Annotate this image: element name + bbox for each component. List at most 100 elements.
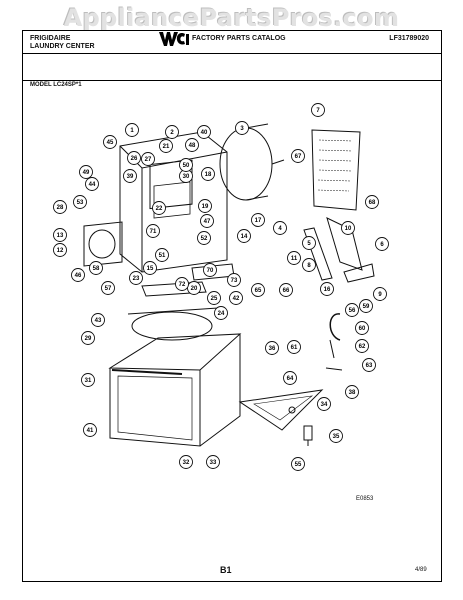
callout-67: 67 — [291, 149, 305, 163]
callout-73: 73 — [227, 273, 241, 287]
callout-label: 27 — [145, 157, 152, 163]
dryer-door — [83, 221, 123, 267]
callout-label: 15 — [147, 266, 154, 272]
callout-label: 51 — [159, 253, 166, 259]
callout-6: 6 — [375, 237, 389, 251]
callout-52: 52 — [197, 231, 211, 245]
callout-19: 19 — [198, 199, 212, 213]
callout-circle — [345, 385, 359, 399]
revision-date: 4/89 — [415, 567, 427, 573]
callout-label: 58 — [93, 266, 100, 272]
callout-5: 5 — [302, 236, 316, 250]
callout-label: 72 — [179, 282, 186, 288]
callout-66: 66 — [279, 283, 293, 297]
callout-label: 6 — [380, 242, 384, 248]
catalog-title: FACTORY PARTS CATALOG — [192, 35, 286, 42]
callout-40: 40 — [197, 125, 211, 139]
callout-16: 16 — [320, 282, 334, 296]
callout-label: 62 — [359, 344, 366, 350]
callout-circle — [141, 152, 155, 166]
callout-label: 63 — [366, 363, 373, 369]
callout-25: 25 — [207, 291, 221, 305]
callout-23: 23 — [129, 271, 143, 285]
rear-panel — [311, 129, 361, 211]
callout-label: 2 — [170, 130, 174, 136]
callout-label: 59 — [363, 304, 370, 310]
callout-circle — [320, 282, 334, 296]
callout-label: 55 — [295, 462, 302, 468]
callout-circle — [185, 138, 199, 152]
callout-circle — [317, 397, 331, 411]
callout-label: 67 — [295, 154, 302, 160]
callout-70: 70 — [203, 263, 217, 277]
callout-13: 13 — [53, 228, 67, 242]
callout-label: 29 — [85, 336, 92, 342]
callout-label: 17 — [255, 218, 262, 224]
base-plate — [238, 389, 324, 431]
callout-circle — [159, 139, 173, 153]
header-divider — [22, 53, 441, 54]
callout-label: 36 — [269, 346, 276, 352]
callout-42: 42 — [229, 291, 243, 305]
callout-59: 59 — [359, 299, 373, 313]
callout-circle — [123, 169, 137, 183]
callout-72: 72 — [175, 277, 189, 291]
callout-50: 50 — [179, 158, 193, 172]
callout-27: 27 — [141, 152, 155, 166]
callout-label: 73 — [231, 278, 238, 284]
callout-41: 41 — [83, 423, 97, 437]
callout-57: 57 — [101, 281, 115, 295]
callout-label: 12 — [57, 248, 64, 254]
callout-label: 24 — [218, 311, 225, 317]
callout-8: 8 — [302, 258, 316, 272]
callout-36: 36 — [265, 341, 279, 355]
callout-label: 56 — [349, 308, 356, 314]
callout-circle — [165, 125, 179, 139]
product-line: LAUNDRY CENTER — [30, 43, 95, 50]
callout-circle — [206, 455, 220, 469]
page-frame — [22, 30, 442, 582]
callout-circle — [287, 340, 301, 354]
callout-circle — [279, 283, 293, 297]
callout-circle — [81, 373, 95, 387]
callout-circle — [203, 263, 217, 277]
callout-label: 70 — [207, 268, 214, 274]
callout-15: 15 — [143, 261, 157, 275]
callout-circle — [365, 195, 379, 209]
callout-label: 33 — [210, 460, 217, 466]
callout-label: 44 — [89, 182, 96, 188]
callout-circle — [53, 200, 67, 214]
callout-28: 28 — [53, 200, 67, 214]
callout-label: 60 — [359, 326, 366, 332]
callout-label: 28 — [57, 205, 64, 211]
callout-circle — [200, 214, 214, 228]
callout-71: 71 — [146, 224, 160, 238]
callout-2: 2 — [165, 125, 179, 139]
callout-circle — [71, 268, 85, 282]
callout-label: 16 — [324, 287, 331, 293]
callout-60: 60 — [355, 321, 369, 335]
callout-circle — [355, 321, 369, 335]
callout-circle — [329, 429, 343, 443]
callout-circle — [251, 213, 265, 227]
callout-65: 65 — [251, 283, 265, 297]
callout-label: 1 — [130, 128, 134, 134]
callout-label: 10 — [345, 226, 352, 232]
callout-39: 39 — [123, 169, 137, 183]
callout-label: 9 — [378, 292, 382, 298]
dryer-drum — [219, 127, 273, 201]
callout-label: 46 — [75, 273, 82, 279]
brand-block: FRIGIDAIRE LAUNDRY CENTER — [30, 35, 95, 51]
callout-circle — [375, 237, 389, 251]
callout-circle — [143, 261, 157, 275]
callout-label: 50 — [183, 163, 190, 169]
callout-18: 18 — [201, 167, 215, 181]
callout-circle — [201, 167, 215, 181]
callout-51: 51 — [155, 248, 169, 262]
callout-26: 26 — [127, 151, 141, 165]
callout-label: 53 — [77, 200, 84, 206]
callout-label: 5 — [307, 241, 311, 247]
callout-24: 24 — [214, 306, 228, 320]
callout-label: 18 — [205, 172, 212, 178]
